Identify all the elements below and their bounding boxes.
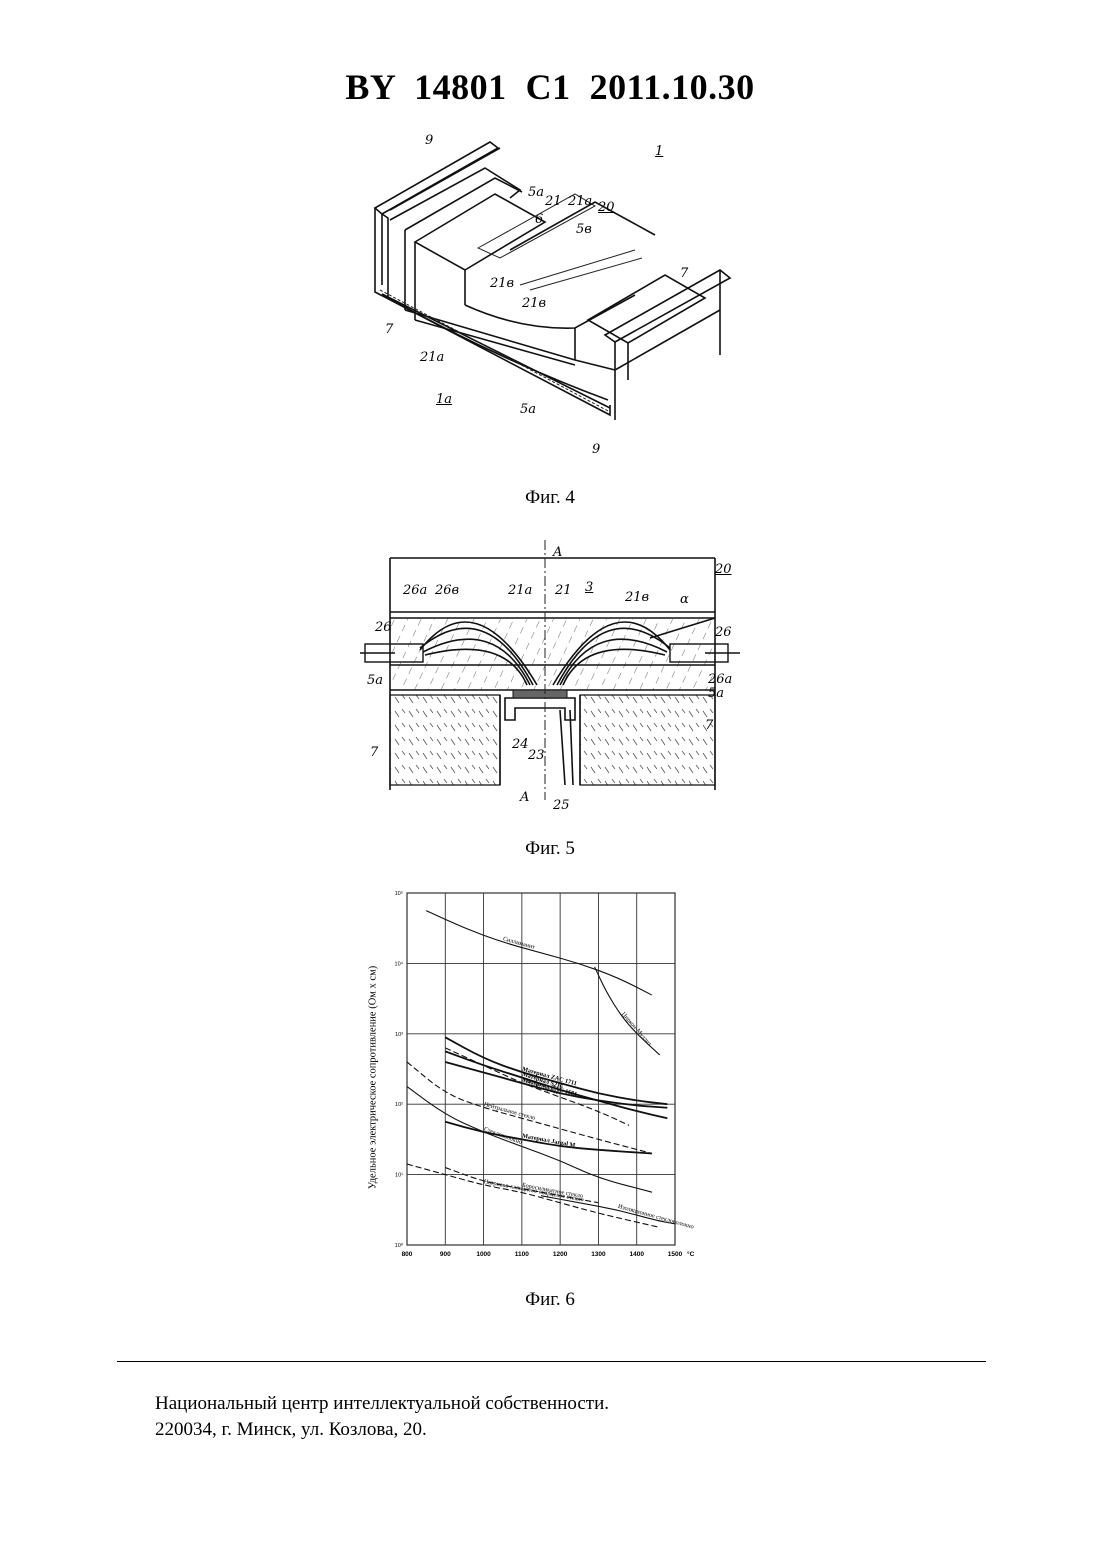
y-tick-label: 10¹ [395,1173,403,1179]
fig5-label-A-bottom: A [520,790,529,805]
series-label-8: Стекловолокно [483,1126,523,1146]
figure-6-caption: Фиг. 6 [0,1289,1100,1311]
fig4-label-7-left: 7 [385,322,393,337]
fig5-label-A-top: A [553,545,562,560]
x-tick-label: 900 [440,1251,451,1258]
fig5-label-5a-right: 5а [708,686,724,701]
x-tick-label: 1300 [591,1251,606,1258]
figure-6-chart: 800 900 1000 1100 1200 1300 1400 1500 °C 10⁵ 10⁴ 10… [395,885,725,1265]
fig5-label-20: 20 [715,562,732,577]
x-tick-label: 1400 [629,1251,644,1258]
fig5-label-21b: 21в [625,590,649,605]
fig4-label-21a-top: 21а [568,194,592,209]
x-tick-label: 1100 [515,1251,529,1258]
fig5-label-26b: 26в [435,583,459,598]
figure-4-caption: Фиг. 4 [0,487,1100,509]
x-tick-label: 1200 [553,1251,568,1258]
fig4-label-21a-bottom: 21а [420,350,444,365]
fig4-label-5a-top: 5а [528,185,544,200]
fig4-label-21: 21 [545,194,562,209]
x-tick-label: 800 [402,1251,413,1258]
x-tick-label: 1500 [668,1251,683,1258]
fig5-label-26-left: 26 [375,620,392,635]
y-tick-label: 10³ [395,1032,403,1038]
fig4-label-1a: 1а [436,392,452,407]
fig4-label-21b-right: 21в [522,296,546,311]
fig4-label-21b-left: 21в [490,276,514,291]
fig5-label-25: 25 [553,798,570,813]
x-tick-label: 1000 [476,1251,491,1258]
fig4-label-20: 20 [598,200,615,215]
chart-series-labels: СиллиманитЦиркон-МуллитМатериал ZAC 1711… [483,935,695,1230]
fig5-label-23: 23 [528,748,545,763]
fig5-label-26a-right: 26а [708,672,732,687]
fig4-label-6-left: 6 [535,212,543,227]
fig5-label-alpha: α [680,592,689,607]
figure-4-drawing [360,130,740,470]
chart-series [407,911,675,1228]
fig4-label-5a-bottom: 5а [520,402,536,417]
figure-5-drawing [365,540,735,820]
series-line-0 [426,911,652,995]
fig4-label-1: 1 [655,144,663,159]
fig4-label-9-top: 9 [425,133,433,148]
fig5-label-26-right: 26 [715,625,732,640]
y-tick-label: 10⁴ [395,960,404,967]
fig5-label-5a-left: 5а [367,673,383,688]
fig4-label-7-right: 7 [680,266,688,281]
series-label-0: Силлиманит [502,935,536,951]
y-tick-label: 10⁵ [395,890,403,897]
footer-divider [117,1361,986,1362]
fig5-label-21: 21 [555,583,572,598]
series-label-7: Материал Jargal M [521,1132,575,1149]
fig5-label-7-left: 7 [370,745,378,760]
fig4-label-5b: 5в [576,222,592,237]
fig4-label-9-bottom: 9 [592,442,600,457]
fig5-label-21a: 21а [508,583,532,598]
y-tick-label: 10⁰ [395,1242,404,1249]
fig5-label-26a-top: 26а [403,583,427,598]
x-unit-label: °C [687,1250,695,1258]
footer-line-2: 220034, г. Минск, ул. Козлова, 20. [155,1419,427,1441]
fig5-label-3: 3 [585,580,593,595]
chart-ylabel: Удельное электрическое сопротивление (Ом… [368,948,379,1208]
fig5-label-7-right: 7 [705,718,713,733]
figure-5-caption: Фиг. 5 [0,838,1100,860]
fig5-label-24: 24 [512,737,529,752]
footer-line-1: Национальный центр интеллектуальной собс… [155,1393,609,1415]
document-header: BY 14801 C1 2011.10.30 [0,66,1100,108]
y-tick-label: 10² [395,1102,403,1108]
